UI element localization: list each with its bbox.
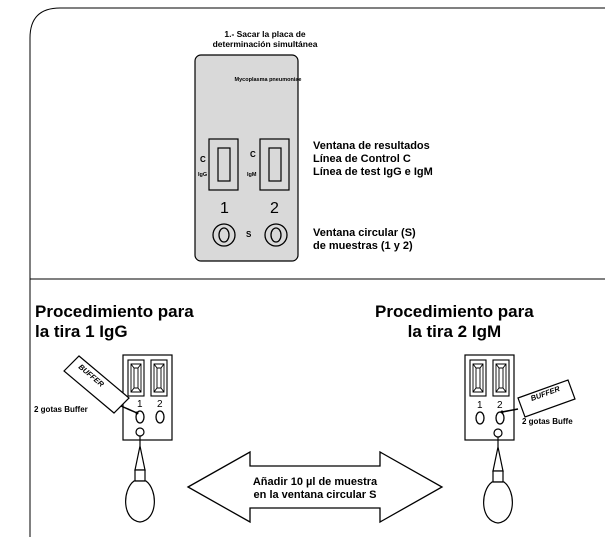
cassette: [194, 54, 299, 262]
dropper-2: [483, 428, 513, 524]
igg-label: IgG: [198, 172, 208, 178]
control-letter-left: C: [200, 155, 206, 164]
sample-well-1: [212, 223, 236, 247]
buffer-bottle-1: [63, 355, 139, 415]
small-well-number-2a: 2: [157, 399, 163, 410]
drops-label-1: 2 gotas Buffer: [34, 405, 88, 414]
drops-label-2: 2 gotas Buffe: [522, 417, 573, 426]
control-letter-right: C: [250, 150, 256, 159]
small-cassette-2: [464, 354, 515, 441]
double-arrow: [186, 450, 444, 524]
igm-label: IgM: [247, 172, 257, 178]
procedure-1-title: Procedimiento para la tira 1 IgG: [35, 302, 194, 342]
cassette-body: [194, 54, 299, 262]
sample-well-2-inner: [270, 227, 282, 243]
add-sample-instruction: Añadir 10 µl de muestra en la ventana ci…: [252, 476, 378, 502]
sample-window-legend: Ventana circular (S) de muestras (1 y 2): [313, 227, 416, 253]
small-well-number-1b: 1: [477, 400, 483, 411]
cassette-brand-label: Mycoplasma pneumoniae: [234, 77, 302, 83]
small-cassette-1: [122, 354, 173, 441]
result-strip-2: [268, 147, 282, 182]
small-well-number-1a: 1: [137, 399, 143, 410]
sample-well-2: [264, 223, 288, 247]
step-title: 1.- Sacar la placa de determinación simu…: [212, 29, 318, 49]
procedure-2-title: Procedimiento para la tira 2 IgM: [375, 302, 534, 342]
frame-border: [29, 7, 605, 537]
buffer-bottle-2: [500, 379, 576, 418]
result-window-2: [259, 138, 290, 191]
result-window-1: [208, 138, 239, 191]
result-strip-1: [217, 147, 231, 182]
dropper-1: [125, 427, 155, 523]
results-window-legend: Ventana de resultados Línea de Control C…: [313, 140, 433, 179]
well-number-1: 1: [220, 200, 229, 217]
sample-letter: S: [246, 230, 252, 239]
small-well-number-2b: 2: [497, 400, 503, 411]
sample-well-1-inner: [218, 227, 230, 243]
well-number-2: 2: [270, 200, 279, 217]
